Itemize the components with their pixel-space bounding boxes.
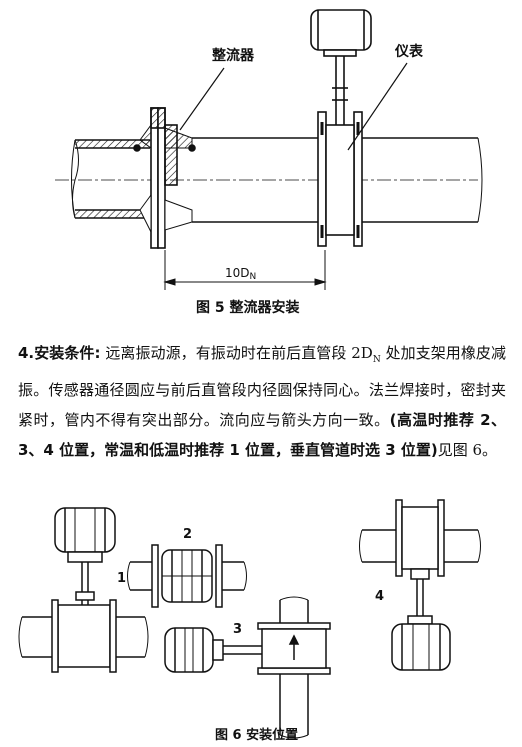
position-2-drawing [127, 544, 247, 608]
downstream-pipe [192, 137, 483, 223]
para-text2: 处加支架用橡皮减振。传感器通径圆应与前后直管段内径圆保持同心。法兰焊接时，密封夹… [18, 344, 506, 429]
meter-body [310, 9, 372, 247]
position-1-drawing [18, 507, 149, 673]
position-3-label: 3 [233, 622, 242, 637]
para-bold-note: (高温时推荐 2、3、4 位置，常温和低温时推荐 1 位置，垂直管道时选 3 位… [18, 411, 506, 459]
para-sub: N [372, 355, 381, 365]
installation-conditions-paragraph: 4.安装条件: 远离振动源，有振动时在前后直管段 2DN 处加支架用橡皮减振。传… [18, 338, 506, 465]
position-2-label: 2 [183, 527, 192, 542]
figure6-caption: 图 6 安装位置 [215, 728, 299, 743]
figure5-drawing [55, 9, 483, 290]
position-4-label: 4 [375, 589, 384, 604]
figure6-drawing [18, 499, 481, 739]
para-text1: 远离振动源，有振动时在前后直管段 2D [100, 344, 373, 362]
para-text3: 见图 6。 [437, 441, 498, 459]
position-3-drawing [164, 596, 331, 739]
para-lead: 4.安装条件: [18, 344, 101, 362]
rectifier-flanges [133, 107, 196, 249]
label-meter: 仪表 [394, 43, 424, 60]
position-4-drawing [359, 499, 481, 671]
dimension-10dn [163, 250, 327, 290]
figure5-caption: 图 5 整流器安装 [196, 300, 300, 316]
label-rectifier: 整流器 [211, 47, 255, 64]
position-1-label: 1 [117, 571, 126, 586]
dimension-label: 10DN [225, 266, 256, 282]
upstream-pipe [71, 139, 150, 219]
